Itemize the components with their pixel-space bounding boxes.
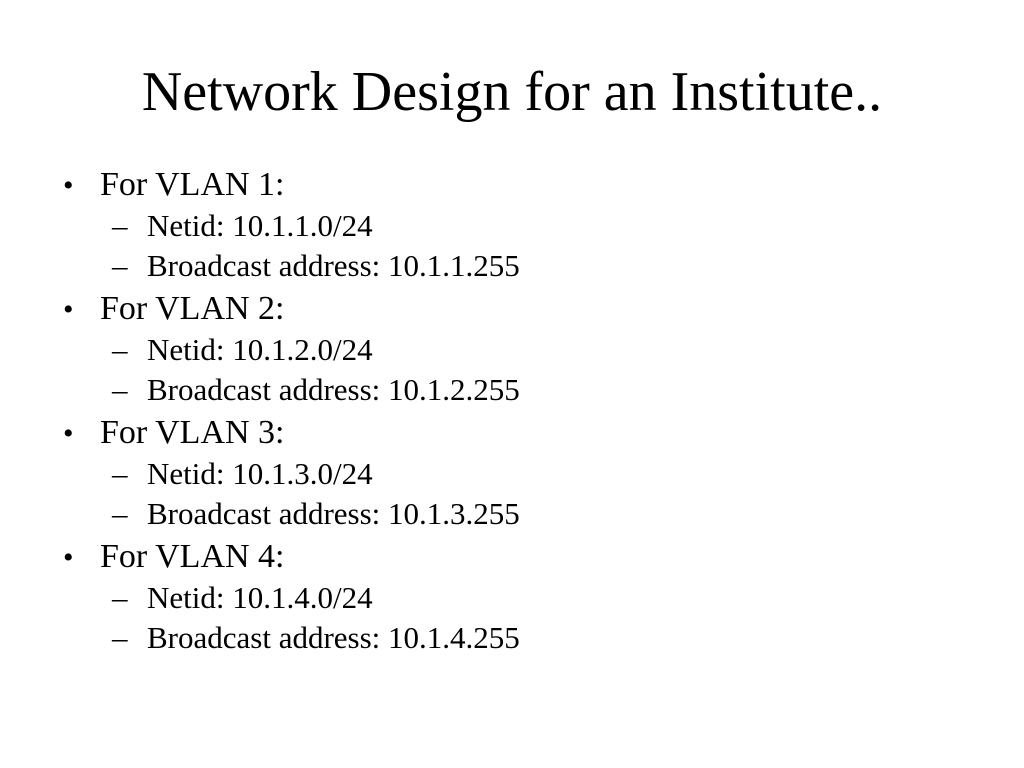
sub-item-label: Netid: 10.1.2.0/24 xyxy=(147,332,373,367)
sub-item-broadcast: – Broadcast address: 10.1.2.255 xyxy=(112,370,1024,410)
sub-item-label: Netid: 10.1.4.0/24 xyxy=(147,580,373,615)
sub-item-broadcast: – Broadcast address: 10.1.1.255 xyxy=(112,246,1024,286)
bullet-icon: • xyxy=(63,541,74,574)
sub-item-broadcast: – Broadcast address: 10.1.3.255 xyxy=(112,494,1024,534)
sub-item-netid: – Netid: 10.1.3.0/24 xyxy=(112,454,1024,494)
sub-item-netid: – Netid: 10.1.4.0/24 xyxy=(112,578,1024,618)
sub-item-netid: – Netid: 10.1.2.0/24 xyxy=(112,330,1024,370)
sub-item-label: Broadcast address: 10.1.3.255 xyxy=(147,496,520,531)
bullet-item-label: For VLAN 1: xyxy=(100,166,285,203)
bullet-item-vlan-1: • For VLAN 1: xyxy=(63,165,1024,206)
sub-item-label: Broadcast address: 10.1.1.255 xyxy=(147,248,520,283)
sub-item-broadcast: – Broadcast address: 10.1.4.255 xyxy=(112,618,1024,658)
dash-icon: – xyxy=(112,496,128,531)
vlan-1-group: • For VLAN 1: – Netid: 10.1.1.0/24 – Bro… xyxy=(0,165,1024,286)
sub-item-netid: – Netid: 10.1.1.0/24 xyxy=(112,206,1024,246)
dash-icon: – xyxy=(112,372,128,407)
dash-icon: – xyxy=(112,332,128,367)
bullet-icon: • xyxy=(63,169,74,202)
sub-item-label: Broadcast address: 10.1.4.255 xyxy=(147,620,520,655)
bullet-icon: • xyxy=(63,293,74,326)
sub-item-label: Broadcast address: 10.1.2.255 xyxy=(147,372,520,407)
vlan-3-group: • For VLAN 3: – Netid: 10.1.3.0/24 – Bro… xyxy=(0,413,1024,534)
sub-item-label: Netid: 10.1.1.0/24 xyxy=(147,208,373,243)
dash-icon: – xyxy=(112,208,128,243)
dash-icon: – xyxy=(112,456,128,491)
vlan-4-group: • For VLAN 4: – Netid: 10.1.4.0/24 – Bro… xyxy=(0,537,1024,658)
bullet-item-vlan-3: • For VLAN 3: xyxy=(63,413,1024,454)
bullet-item-label: For VLAN 3: xyxy=(100,414,285,451)
sub-item-label: Netid: 10.1.3.0/24 xyxy=(147,456,373,491)
bullet-item-label: For VLAN 4: xyxy=(100,538,285,575)
bullet-icon: • xyxy=(63,417,74,450)
slide-title: Network Design for an Institute.. xyxy=(141,61,883,123)
vlan-2-group: • For VLAN 2: – Netid: 10.1.2.0/24 – Bro… xyxy=(0,289,1024,410)
dash-icon: – xyxy=(112,620,128,655)
bullet-item-label: For VLAN 2: xyxy=(100,290,285,327)
slide-body: • For VLAN 1: – Netid: 10.1.1.0/24 – Bro… xyxy=(0,165,1024,658)
dash-icon: – xyxy=(112,580,128,615)
bullet-item-vlan-2: • For VLAN 2: xyxy=(63,289,1024,330)
dash-icon: – xyxy=(112,248,128,283)
bullet-item-vlan-4: • For VLAN 4: xyxy=(63,537,1024,578)
